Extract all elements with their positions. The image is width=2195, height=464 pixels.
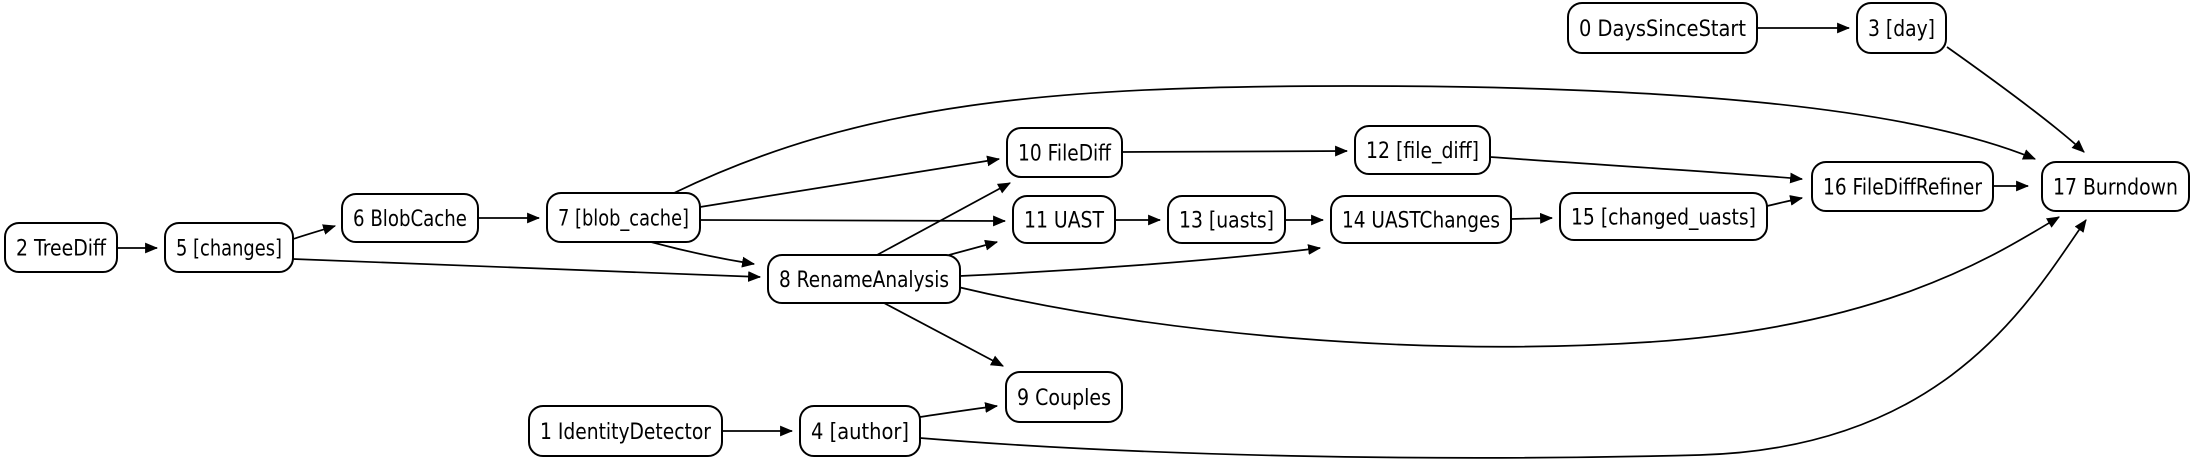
edge-8-to-17 bbox=[957, 216, 2060, 348]
edge-8-to-14 bbox=[959, 244, 1322, 277]
edge-4-to-17 bbox=[919, 219, 2087, 459]
node-0-dayssincestart: 0 DaysSinceStart bbox=[1567, 2, 1758, 54]
node-label-4-author: 4 [author] bbox=[811, 419, 909, 445]
node-box-5-changes bbox=[164, 222, 294, 273]
node-12-file-diff: 12 [file_diff] bbox=[1354, 125, 1491, 175]
node-box-7-blob-cache bbox=[546, 192, 701, 243]
node-label-16-filediffrefiner: 16 FileDiffRefiner bbox=[1823, 175, 1983, 201]
node-box-13-uasts bbox=[1167, 195, 1286, 244]
node-box-3-day bbox=[1856, 2, 1947, 54]
node-2-treediff: 2 TreeDiff bbox=[4, 222, 118, 273]
node-box-9-couples bbox=[1005, 371, 1123, 423]
edge-7-to-10 bbox=[699, 155, 1001, 208]
node-label-2-treediff: 2 TreeDiff bbox=[16, 236, 106, 262]
node-label-1-identitydetector: 1 IdentityDetector bbox=[540, 419, 712, 445]
edge-5-to-6 bbox=[292, 224, 337, 240]
node-label-14-uastchanges: 14 UASTChanges bbox=[1342, 208, 1500, 234]
edge-3-to-17 bbox=[1946, 46, 2085, 153]
node-box-14-uastchanges bbox=[1330, 195, 1512, 244]
node-1-identitydetector: 1 IdentityDetector bbox=[528, 405, 723, 457]
node-6-blobcache: 6 BlobCache bbox=[341, 193, 479, 243]
edge-8-to-10 bbox=[876, 182, 1011, 256]
node-label-0-dayssincestart: 0 DaysSinceStart bbox=[1579, 16, 1746, 42]
node-label-12-file-diff: 12 [file_diff] bbox=[1366, 138, 1479, 164]
node-8-renameanalysis: 8 RenameAnalysis bbox=[767, 254, 961, 304]
node-16-filediffrefiner: 16 FileDiffRefiner bbox=[1811, 161, 1994, 212]
edge-4-to-9 bbox=[919, 402, 999, 418]
node-15-changed-uasts: 15 [changed_uasts] bbox=[1559, 192, 1768, 241]
node-box-6-blobcache bbox=[341, 193, 479, 243]
edge-5-to-8 bbox=[292, 258, 762, 282]
edge-7-to-11 bbox=[699, 215, 1007, 227]
edge-7-to-8 bbox=[650, 241, 756, 268]
node-5-changes: 5 [changes] bbox=[164, 222, 294, 273]
node-label-10-filediff: 10 FileDiff bbox=[1018, 141, 1111, 167]
node-4-author: 4 [author] bbox=[799, 405, 921, 457]
node-11-uast: 11 UAST bbox=[1012, 195, 1116, 244]
node-box-12-file-diff bbox=[1354, 125, 1491, 175]
node-box-11-uast bbox=[1012, 195, 1116, 244]
node-label-11-uast: 11 UAST bbox=[1024, 208, 1104, 234]
node-box-8-renameanalysis bbox=[767, 254, 961, 304]
node-label-3-day: 3 [day] bbox=[1868, 16, 1935, 42]
node-label-15-changed-uasts: 15 [changed_uasts] bbox=[1571, 205, 1756, 231]
node-14-uastchanges: 14 UASTChanges bbox=[1330, 195, 1512, 244]
edge-15-to-16 bbox=[1766, 195, 1804, 207]
nodes-layer: 0 DaysSinceStart 1 IdentityDetector 2 Tree… bbox=[4, 2, 2190, 457]
node-box-15-changed-uasts bbox=[1559, 192, 1768, 241]
node-label-5-changes: 5 [changes] bbox=[176, 236, 282, 262]
edge-12-to-16 bbox=[1489, 156, 1804, 184]
node-10-filediff: 10 FileDiff bbox=[1006, 127, 1123, 178]
edges-layer bbox=[117, 22, 2087, 459]
node-3-day: 3 [day] bbox=[1856, 2, 1947, 54]
node-box-16-filediffrefiner bbox=[1811, 161, 1994, 212]
edge-14-to-15 bbox=[1510, 212, 1554, 224]
node-box-10-filediff bbox=[1006, 127, 1123, 178]
node-box-0-dayssincestart bbox=[1567, 2, 1758, 54]
node-box-4-author bbox=[799, 405, 921, 457]
node-box-1-identitydetector bbox=[528, 405, 723, 457]
edge-8-to-9 bbox=[883, 302, 1004, 367]
edge-8-to-11 bbox=[948, 239, 999, 256]
node-box-17-burndown bbox=[2041, 161, 2190, 212]
node-label-6-blobcache: 6 BlobCache bbox=[353, 206, 467, 232]
node-label-7-blob-cache: 7 [blob_cache] bbox=[558, 206, 689, 232]
node-label-13-uasts: 13 [uasts] bbox=[1179, 208, 1274, 234]
edge-7-to-17 bbox=[673, 85, 2037, 194]
edge-10-to-12 bbox=[1121, 145, 1349, 157]
node-9-couples: 9 Couples bbox=[1005, 371, 1123, 423]
node-label-8-renameanalysis: 8 RenameAnalysis bbox=[779, 267, 949, 293]
node-7-blob-cache: 7 [blob_cache] bbox=[546, 192, 701, 243]
node-17-burndown: 17 Burndown bbox=[2041, 161, 2190, 212]
node-box-2-treediff bbox=[4, 222, 118, 273]
node-label-9-couples: 9 Couples bbox=[1017, 385, 1111, 411]
node-13-uasts: 13 [uasts] bbox=[1167, 195, 1286, 244]
node-label-17-burndown: 17 Burndown bbox=[2053, 175, 2178, 201]
